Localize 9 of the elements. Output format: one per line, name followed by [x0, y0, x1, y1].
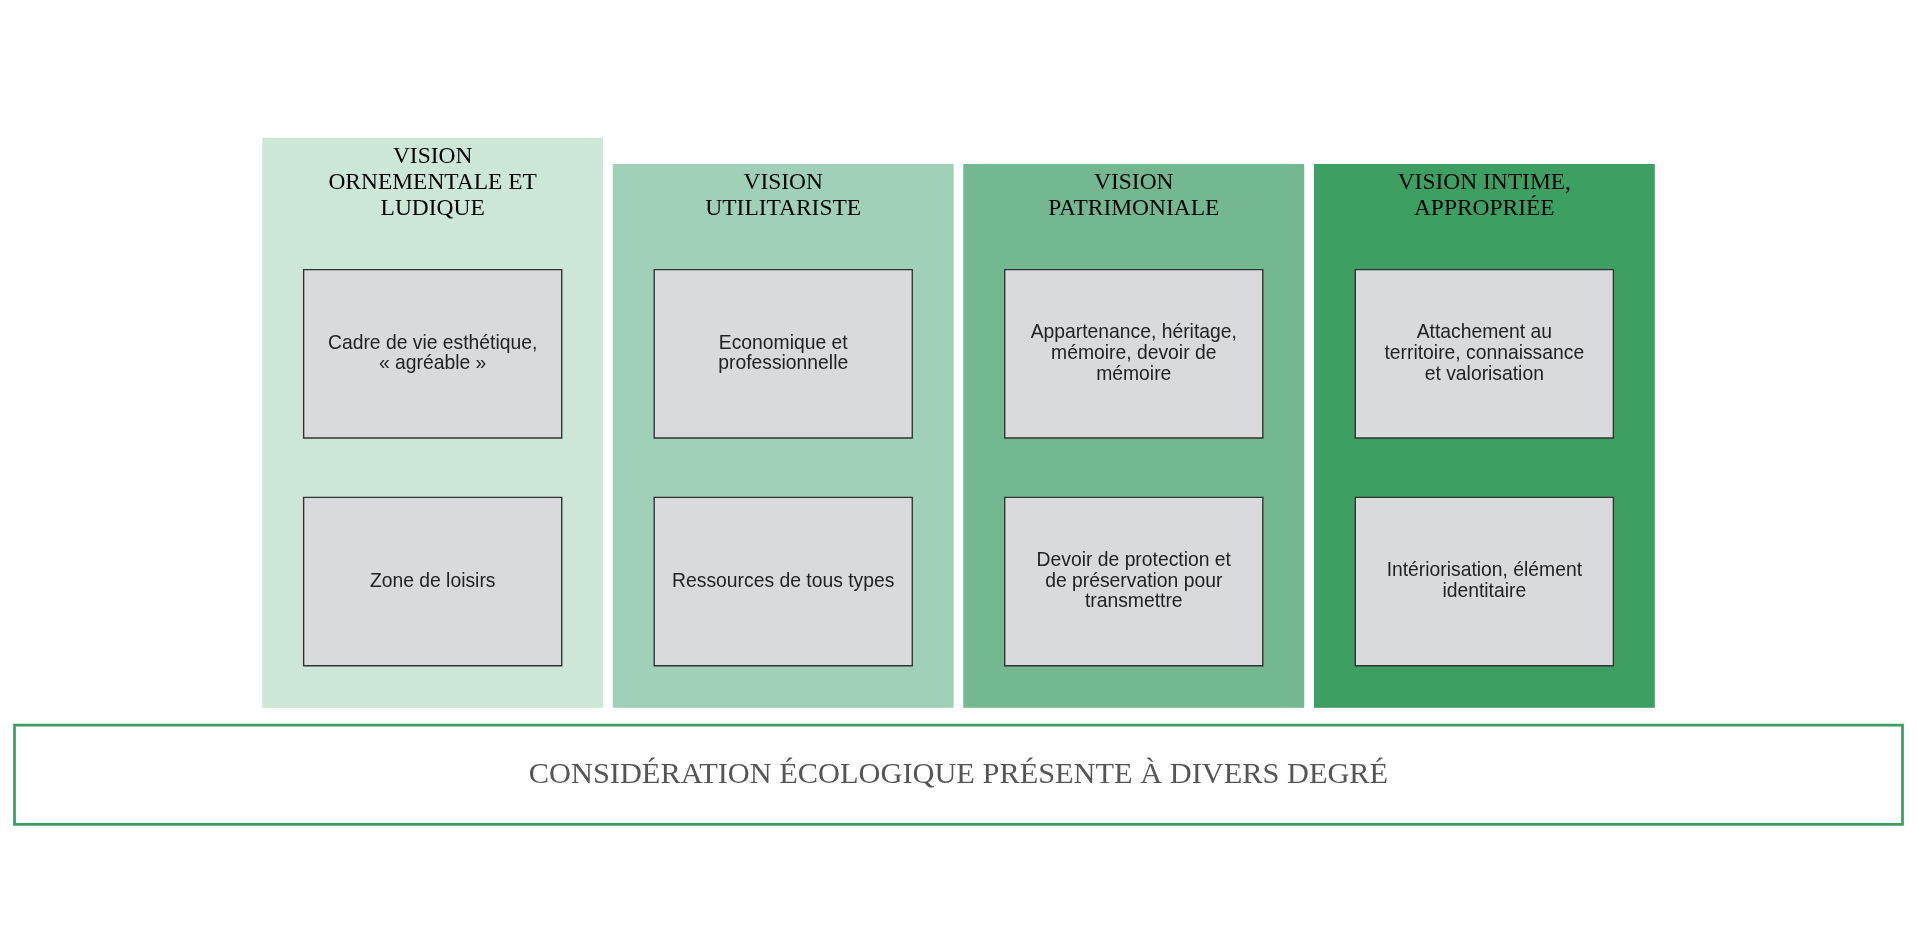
node-box: Appartenance, héritage, mémoire, devoir de mémoire [1004, 269, 1264, 439]
node-box: Ressources de tous types [653, 496, 913, 667]
node-box: Cadre de vie esthétique, « agréable » [302, 269, 563, 439]
node-box: Devoir de protection et de préservation pour transmettre [1004, 496, 1264, 667]
node-box: Zone de loisirs [302, 496, 563, 667]
node-box: CONSIDÉRATION ÉCOLOGIQUE PRÉSENTE À DIVERS DEGRÉ [13, 723, 1904, 826]
node-box: Economique et professionnelle [653, 269, 913, 439]
node-box: Attachement au territoire, connaissance et valorisation [1354, 269, 1615, 439]
node-box: Intériorisation, élément identitaire [1354, 496, 1615, 667]
